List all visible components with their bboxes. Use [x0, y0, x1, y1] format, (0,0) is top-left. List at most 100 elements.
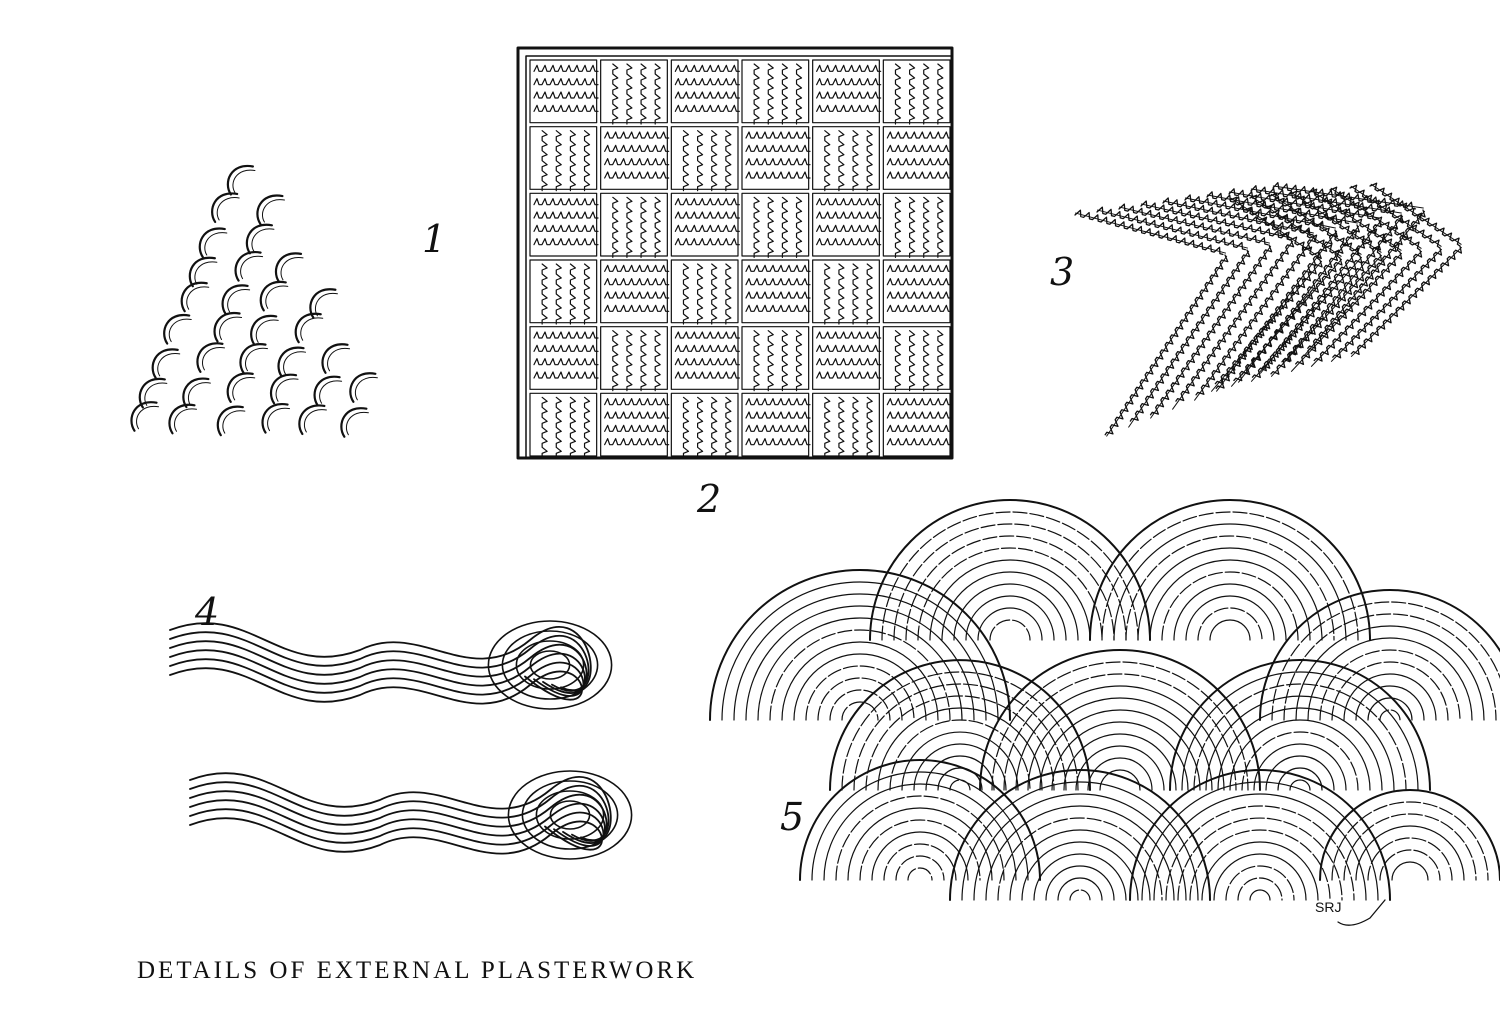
weave-comb-line — [604, 291, 670, 299]
fan-arc — [1253, 743, 1347, 791]
fan-arc — [917, 547, 1103, 641]
weave-comb-line — [745, 171, 811, 179]
weave-comb-line — [541, 263, 548, 325]
weave-comb-line — [816, 211, 882, 219]
hook-stroke — [265, 285, 289, 309]
weave-cell — [670, 192, 739, 257]
fan-arc — [1181, 671, 1419, 791]
weave-comb-line — [745, 291, 811, 299]
weave-comb-line — [604, 398, 670, 406]
weave-comb-line — [533, 344, 599, 352]
scroll-wave-line — [189, 790, 608, 842]
fan-arc — [811, 771, 1029, 881]
hook-stroke — [168, 318, 192, 343]
figure-4-number: 4 — [194, 590, 219, 634]
weave-comb-line — [640, 63, 647, 125]
weave-comb-line — [886, 398, 952, 406]
signature-flourish — [1337, 899, 1386, 926]
fan-arc — [1165, 805, 1355, 901]
fan-arc — [1271, 601, 1500, 721]
figure-2-basketweave-pattern — [516, 46, 954, 460]
fan-arc — [709, 569, 1011, 721]
fan-arc — [823, 783, 1017, 881]
fan-arc — [877, 707, 1043, 791]
herringbone-rule — [1194, 235, 1316, 401]
weave-comb-line — [674, 198, 740, 206]
weave-comb-line — [569, 263, 576, 325]
figure-1-hook-pattern — [130, 164, 378, 438]
hook-stroke — [227, 289, 251, 313]
fan-arc — [869, 499, 1151, 641]
herringbone-rule — [1211, 260, 1323, 392]
hook-stroke — [187, 382, 211, 406]
weave-comb-line — [674, 224, 740, 232]
scroll-eye-ring — [507, 770, 633, 860]
herringbone-serrated-line — [1250, 185, 1394, 215]
weave-comb-line — [604, 278, 670, 286]
scroll-eye-ring — [487, 620, 613, 710]
herringbone-rule — [1096, 209, 1248, 249]
fan-arc — [1265, 755, 1335, 791]
herringbone-rule — [1172, 240, 1294, 410]
herringbone-rule — [1350, 246, 1462, 357]
weave-comb-line — [937, 330, 944, 392]
weave-comb-line — [886, 411, 952, 419]
weave-comb-line — [654, 196, 661, 258]
fan-arc — [1153, 793, 1367, 901]
weave-cell — [882, 259, 951, 324]
weave-cell — [882, 392, 951, 457]
weave-cell — [812, 326, 880, 390]
artist-signature: SRJ — [1315, 899, 1341, 915]
fan-arc — [1125, 535, 1335, 641]
weave-comb-line — [711, 396, 718, 458]
fan-arc — [1087, 757, 1153, 791]
hook-stroke — [157, 353, 181, 377]
herringbone-serrated-line — [1249, 194, 1341, 259]
weave-comb-line — [923, 330, 930, 392]
hook-stroke — [240, 255, 264, 280]
hook-stroke — [345, 411, 369, 436]
fan-arc — [1089, 499, 1371, 641]
weave-comb-line — [781, 63, 788, 125]
weave-comb-line — [604, 144, 670, 152]
weave-comb-line — [745, 438, 811, 446]
fan-arc — [769, 629, 951, 721]
fan-arc — [977, 607, 1043, 641]
herringbone-rule — [1270, 193, 1362, 255]
weave-comb-line — [583, 263, 591, 325]
fan-arc — [859, 819, 981, 881]
fan-arc — [793, 653, 927, 721]
weave-comb-line — [533, 331, 599, 339]
weave-comb-line — [816, 78, 882, 86]
weave-comb-line — [604, 438, 670, 446]
hook-stroke — [174, 408, 197, 432]
herringbone-serrated-line — [1118, 203, 1269, 246]
weave-comb-line — [816, 238, 882, 246]
herringbone-rule — [1330, 248, 1442, 362]
fan-arc — [901, 731, 1019, 791]
weave-comb-line — [816, 198, 882, 206]
weave-comb-line — [697, 263, 704, 325]
hook-stroke — [321, 343, 349, 374]
fan-arc — [1129, 769, 1391, 901]
weave-comb-line — [682, 130, 690, 192]
fan-arc — [913, 743, 1007, 791]
hook-stroke — [163, 314, 191, 345]
fan-arc — [1343, 673, 1437, 721]
hook-stroke — [219, 316, 243, 341]
fan-arc — [1193, 683, 1407, 791]
scroll-eye-ring — [521, 780, 619, 850]
weave-comb-line — [745, 304, 811, 312]
weave-comb-line — [674, 211, 740, 219]
weave-comb-line — [612, 63, 619, 125]
hook-stroke — [303, 409, 327, 433]
herringbone-rule — [1118, 206, 1270, 244]
hook-stroke — [298, 404, 326, 436]
hook-stroke — [188, 256, 216, 288]
fan-arc — [805, 665, 915, 721]
fan-arc — [941, 571, 1079, 641]
herringbone-rule — [1216, 230, 1338, 392]
fan-arc — [799, 759, 1041, 881]
fan-arc — [1099, 769, 1141, 791]
weave-comb-line — [533, 358, 599, 366]
